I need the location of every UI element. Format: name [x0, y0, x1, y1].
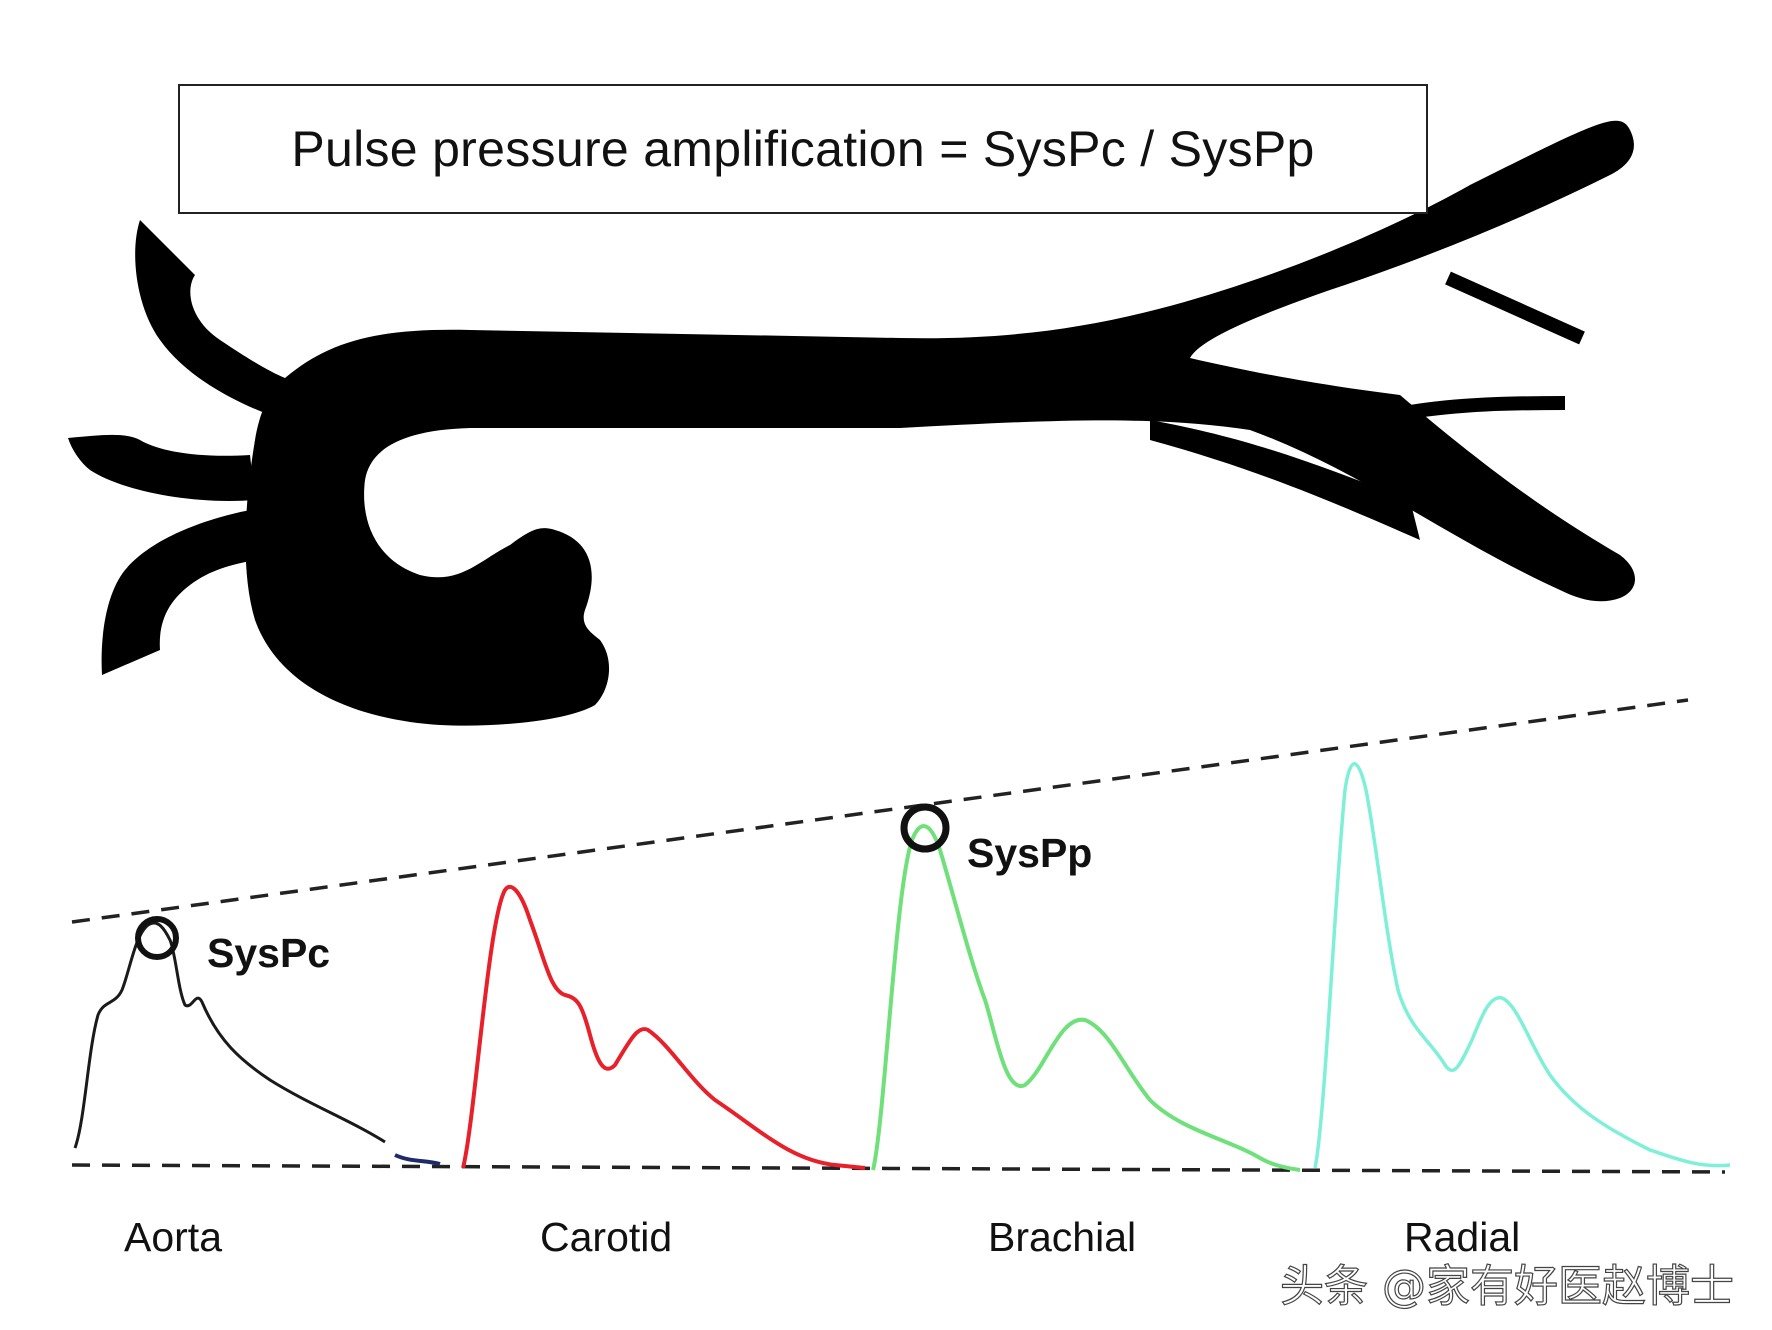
- left-subclavian-vessel: [68, 434, 255, 501]
- lower-branch: [1150, 420, 1420, 540]
- left-carotid-vessel: [135, 220, 285, 415]
- formula-text: Pulse pressure amplification = SysPc / S…: [291, 121, 1315, 177]
- systolic-trend-line: [71, 698, 1689, 924]
- watermark-text: 头条 @家有好医赵博士: [1279, 1260, 1734, 1312]
- brachial-waveform: [871, 824, 1301, 1172]
- thin-upper-branch: [1445, 271, 1585, 345]
- sys-pc-marker: [135, 916, 179, 960]
- aorta-label: Aorta: [124, 1214, 222, 1260]
- sys-pp-label: SysPp: [967, 830, 1093, 876]
- radial-label: Radial: [1404, 1214, 1521, 1260]
- radial-waveform: [1313, 762, 1731, 1169]
- aorta-waveform: [73, 921, 386, 1149]
- aorta-waveform-tail: [394, 1153, 441, 1166]
- carotid-waveform: [461, 884, 866, 1170]
- thin-lower-branch: [1408, 396, 1566, 419]
- formula-box: Pulse pressure amplification = SysPc / S…: [178, 84, 1428, 214]
- baseline-dashed-line: [71, 1163, 1726, 1174]
- left-lower-vessel: [101, 510, 255, 675]
- brachial-label: Brachial: [988, 1214, 1137, 1260]
- arterial-tree-silhouette: [68, 120, 1635, 726]
- sys-pc-label: SysPc: [207, 930, 331, 976]
- sys-pp-marker: [900, 803, 950, 853]
- main-artery-trunk: [245, 120, 1635, 726]
- carotid-label: Carotid: [540, 1214, 673, 1260]
